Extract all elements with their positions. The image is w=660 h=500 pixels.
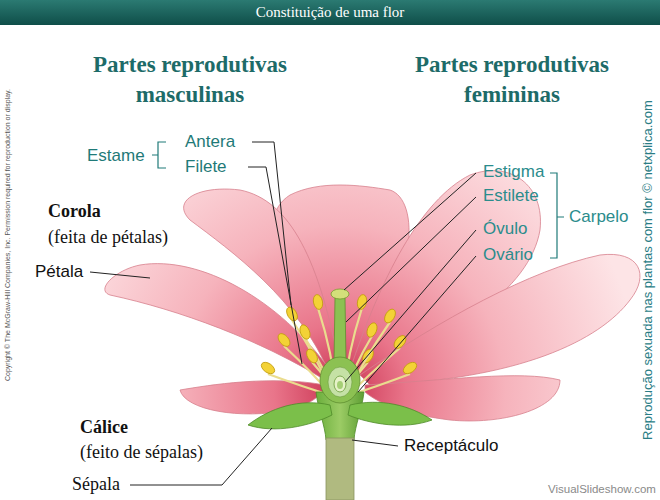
part-label: Estilete	[483, 186, 539, 206]
sepal	[348, 402, 432, 425]
ovule	[334, 376, 346, 392]
leader-line	[252, 142, 291, 305]
brackets	[152, 142, 564, 258]
leader-line	[358, 256, 476, 392]
copyright-note: Copyright © The McGraw-Hill Companies, I…	[4, 89, 12, 381]
part-label: Sépala	[72, 473, 120, 495]
leader-line	[344, 173, 476, 290]
petals	[105, 171, 640, 421]
leader-lines	[90, 142, 476, 485]
bracket	[550, 173, 564, 258]
group-label: Cálice	[80, 416, 128, 438]
group-label: Corola	[48, 200, 101, 222]
bracket	[152, 142, 166, 168]
leader-line	[346, 197, 476, 322]
ovary	[320, 357, 360, 403]
group-note: (feita de pétalas)	[48, 226, 168, 248]
leader-line	[352, 440, 398, 446]
ovary-wall	[320, 357, 360, 403]
ovule-core	[337, 381, 343, 389]
anther	[392, 333, 409, 350]
source-note: Reprodução sexuada nas plantas com flor …	[640, 100, 656, 440]
anther	[382, 307, 397, 324]
anther	[401, 360, 418, 376]
petal	[105, 264, 330, 380]
stamens	[259, 294, 418, 395]
ovary-cavity	[328, 367, 352, 397]
group-label: Estame	[87, 146, 145, 166]
anther	[304, 347, 319, 364]
petal	[360, 254, 640, 385]
title-bar	[0, 0, 660, 25]
leader-line	[345, 230, 476, 382]
part-label: Filete	[185, 157, 227, 177]
part-label: Óvulo	[483, 219, 527, 239]
anther	[276, 331, 293, 348]
part-label: Pétala	[35, 262, 83, 282]
sepal	[248, 403, 332, 429]
part-label: Antera	[185, 132, 235, 152]
group-label: Carpelo	[569, 207, 629, 227]
anther	[312, 294, 324, 311]
anther	[365, 321, 379, 338]
anther	[298, 323, 312, 340]
watermark: VisualSlideshow.com	[548, 482, 656, 496]
group-note: (feito de sépalas)	[80, 441, 203, 463]
leader-line	[90, 272, 150, 278]
part-label: Receptáculo	[404, 436, 499, 456]
style	[334, 298, 346, 362]
part-label: Estigma	[483, 162, 544, 182]
anther	[259, 360, 276, 376]
slide-title: Constituição de uma flor	[0, 0, 660, 25]
section-heading: Partes reprodutivas femininas	[387, 50, 637, 110]
stem	[326, 438, 354, 500]
leader-line	[248, 167, 302, 364]
section-heading: Partes reprodutivas masculinas	[65, 50, 315, 110]
pistil	[331, 289, 349, 362]
part-label: Ovário	[483, 245, 533, 265]
stigma	[331, 289, 349, 299]
